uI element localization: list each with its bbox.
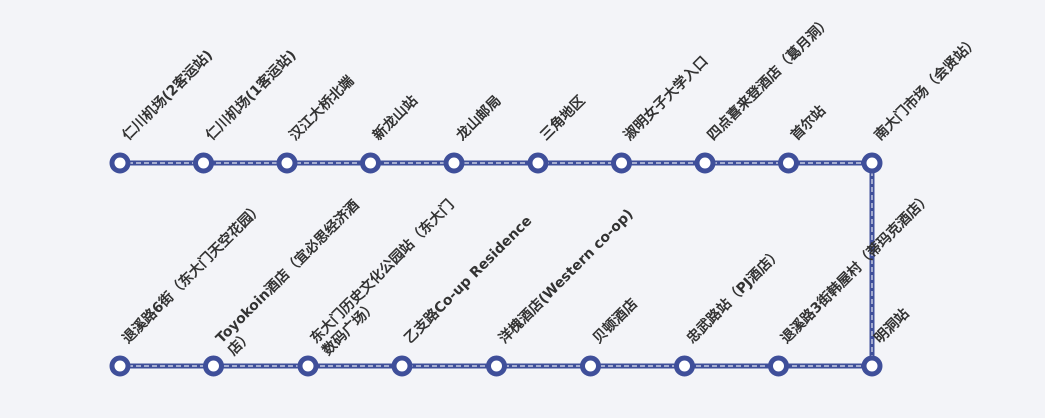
station-label: 贝顿酒店 xyxy=(589,295,641,347)
station-label-line: 明洞站 xyxy=(871,305,913,347)
station-label: 首尔站 xyxy=(787,102,829,144)
station-marker[interactable] xyxy=(527,152,549,174)
station-marker[interactable] xyxy=(486,355,507,377)
station-label-line: 首尔站 xyxy=(787,102,829,144)
station-label-line: 仁川机场(1客运站) xyxy=(202,47,299,144)
station-label: 仁川机场(1客运站) xyxy=(202,47,299,144)
station-label: 龙山邮局 xyxy=(452,92,504,144)
stations: 仁川机场(2客运站)仁川机场(1客运站)汉江大桥北端新龙山站龙山邮局三角地区淑明… xyxy=(109,13,982,377)
station[interactable]: 南大门市场（会贤站） xyxy=(861,33,982,174)
station[interactable]: 退溪路3街韩屋村（蒂玛克酒店） xyxy=(768,189,935,377)
station[interactable]: 四点喜来登酒店（葛月洞） xyxy=(694,13,835,174)
station[interactable]: 汉江大桥北端 xyxy=(276,72,357,174)
station-marker[interactable] xyxy=(391,355,413,377)
station-label: 南大门市场（会贤站） xyxy=(871,33,982,144)
station-marker[interactable] xyxy=(611,152,632,174)
station-marker[interactable] xyxy=(203,355,224,377)
station-marker[interactable] xyxy=(360,152,381,174)
station-marker[interactable] xyxy=(768,355,789,377)
station-label: 明洞站 xyxy=(871,305,913,347)
station-marker[interactable] xyxy=(580,355,601,377)
station-label: 仁川机场(2客运站) xyxy=(119,47,216,144)
station-label-line: 汉江大桥北端 xyxy=(286,72,357,143)
station-label: 忠武路站（PJ酒店） xyxy=(683,245,785,347)
station-marker[interactable] xyxy=(778,152,799,174)
station-marker[interactable] xyxy=(443,152,465,174)
station[interactable]: 三角地区 xyxy=(527,92,589,174)
station-label-line: 仁川机场(2客运站) xyxy=(119,47,216,144)
station-label-line: 淑明女子大学入口 xyxy=(620,53,711,144)
station-marker[interactable] xyxy=(276,152,298,174)
station-label-line: 忠武路站（PJ酒店） xyxy=(683,245,785,347)
station-marker[interactable] xyxy=(297,355,319,377)
station-label-line: 南大门市场（会贤站） xyxy=(871,33,982,144)
station-marker[interactable] xyxy=(674,355,695,377)
station-label-line: 退溪路3街韩屋村（蒂玛克酒店） xyxy=(777,189,935,347)
station-label-line: 贝顿酒店 xyxy=(589,295,641,347)
station-marker[interactable] xyxy=(861,355,883,377)
station-label-line: 龙山邮局 xyxy=(452,92,504,144)
station-label: 新龙山站 xyxy=(369,92,421,144)
station-label-line: 三角地区 xyxy=(537,92,589,144)
station-label: 汉江大桥北端 xyxy=(286,72,357,143)
station[interactable]: 淑明女子大学入口 xyxy=(611,53,712,174)
station[interactable]: 龙山邮局 xyxy=(443,92,504,174)
station[interactable]: 仁川机场(2客运站) xyxy=(109,47,216,174)
station-marker[interactable] xyxy=(694,152,716,174)
station-marker[interactable] xyxy=(193,152,214,174)
station[interactable]: 仁川机场(1客运站) xyxy=(193,47,300,174)
station[interactable]: 新龙山站 xyxy=(360,92,421,174)
station-marker[interactable] xyxy=(109,355,131,377)
station[interactable]: 忠武路站（PJ酒店） xyxy=(674,245,786,377)
station-marker[interactable] xyxy=(861,152,883,174)
station-label: 三角地区 xyxy=(537,92,589,144)
station[interactable]: 贝顿酒店 xyxy=(580,295,641,377)
station-label: 淑明女子大学入口 xyxy=(620,53,711,144)
station-label-line: 新龙山站 xyxy=(369,92,421,144)
station-label: 退溪路3街韩屋村（蒂玛克酒店） xyxy=(777,189,935,347)
station-marker[interactable] xyxy=(109,152,131,174)
